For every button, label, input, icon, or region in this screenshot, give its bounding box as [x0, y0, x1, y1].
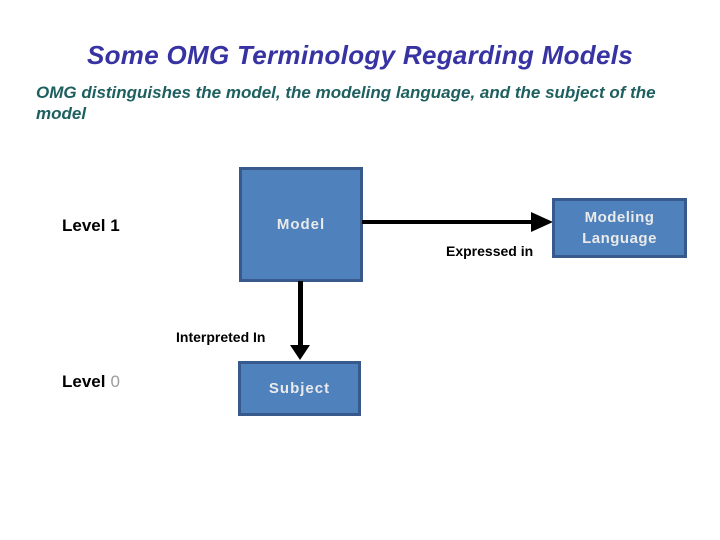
horizontal-arrow-line — [362, 220, 537, 224]
right-arrowhead-icon — [531, 212, 553, 232]
slide-subtitle: OMG distinguishes the model, the modelin… — [36, 83, 656, 123]
level-1-label: Level 1 — [62, 216, 120, 235]
interpreted-in-label: Interpreted In — [176, 329, 266, 345]
model-box-label: Model — [276, 216, 326, 233]
level-0-word: Level — [62, 372, 106, 391]
vertical-arrow-line — [298, 281, 303, 345]
level-0-number: 0 — [110, 372, 120, 391]
subject-box-label: Subject — [268, 380, 331, 397]
down-arrowhead-icon — [290, 345, 310, 360]
slide-title: Some OMG Terminology Regarding Models — [86, 40, 634, 70]
expressed-in-label: Expressed in — [446, 243, 534, 259]
subject-box: Subject — [238, 361, 361, 416]
modeling-language-box: Modeling Language — [552, 198, 687, 258]
model-box: Model — [239, 167, 363, 282]
modeling-language-box-label: Modeling Language — [582, 209, 657, 247]
